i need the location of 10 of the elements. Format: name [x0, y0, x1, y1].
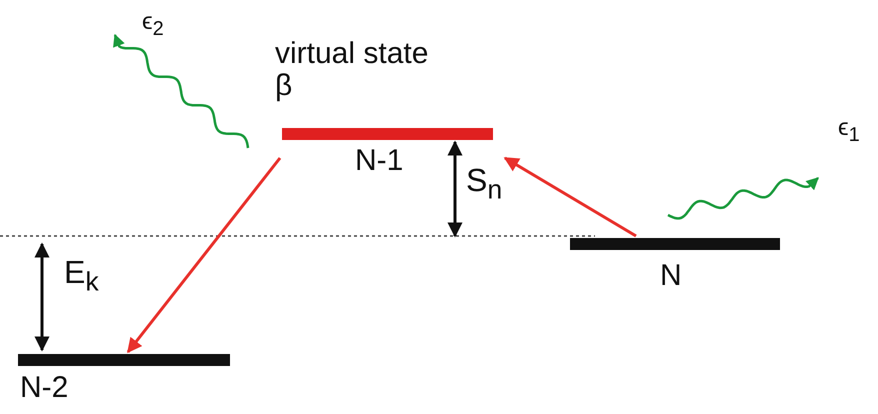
- dimension-label: E$_{k}$: [64, 256, 99, 298]
- level-label: N: [660, 260, 682, 292]
- level-label: N-2: [20, 372, 68, 404]
- dimension-label: S$_{n}$: [466, 164, 502, 206]
- photon-label: ϵ$_{1}$: [838, 113, 860, 148]
- level-label: N-1: [355, 145, 404, 177]
- arrow: [126, 157, 282, 354]
- arrow: [504, 156, 637, 238]
- level-heading: virtual state β: [275, 38, 430, 102]
- photon-label: ϵ$_{2}$: [142, 7, 164, 42]
